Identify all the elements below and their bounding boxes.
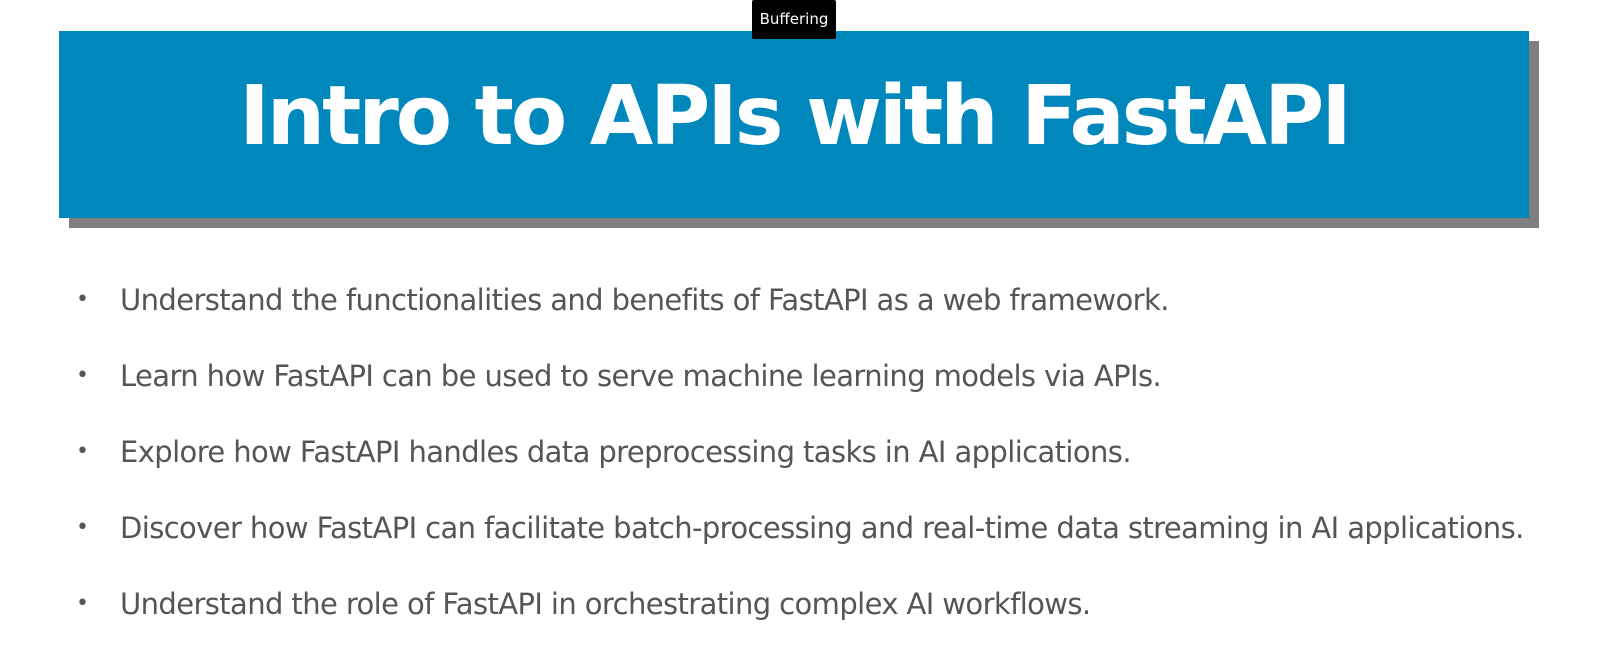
bullet-text: Discover how FastAPI can facilitate batc… <box>120 511 1524 545</box>
bullet-list: • Understand the functionalities and ben… <box>70 280 1524 654</box>
slide-title: Intro to APIs with FastAPI <box>239 68 1352 164</box>
list-item: • Learn how FastAPI can be used to serve… <box>70 356 1524 432</box>
bullet-dot-icon: • <box>76 287 89 312</box>
bullet-dot-icon: • <box>76 591 89 616</box>
buffering-tooltip: Buffering <box>752 0 836 39</box>
list-item: • Understand the functionalities and ben… <box>70 280 1524 356</box>
list-item: • Understand the role of FastAPI in orch… <box>70 584 1524 654</box>
bullet-dot-icon: • <box>76 439 89 464</box>
bullet-text: Explore how FastAPI handles data preproc… <box>120 435 1132 469</box>
list-item: • Explore how FastAPI handles data prepr… <box>70 432 1524 508</box>
list-item: • Discover how FastAPI can facilitate ba… <box>70 508 1524 584</box>
title-banner: Intro to APIs with FastAPI <box>59 31 1529 218</box>
bullet-text: Understand the role of FastAPI in orches… <box>120 587 1091 621</box>
bullet-text: Understand the functionalities and benef… <box>120 283 1169 317</box>
bullet-dot-icon: • <box>76 515 89 540</box>
bullet-dot-icon: • <box>76 363 89 388</box>
bullet-text: Learn how FastAPI can be used to serve m… <box>120 359 1162 393</box>
